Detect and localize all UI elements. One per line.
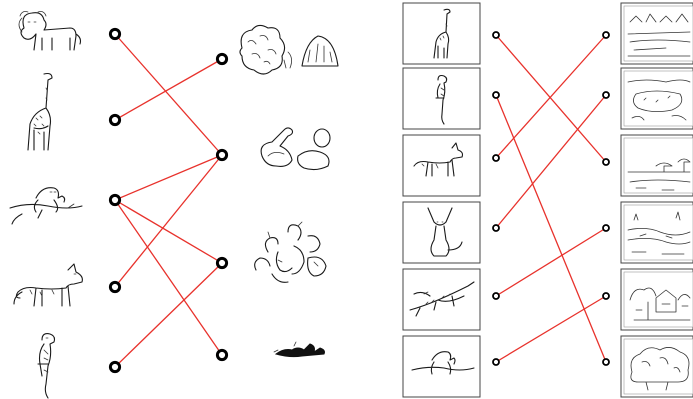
animal-habitat-matching (402, 2, 693, 398)
monkey-icon (9, 187, 83, 225)
monkey-icon (411, 351, 475, 375)
link-right-5 (495, 227, 607, 297)
pond-icon (627, 79, 691, 121)
animal-frame (402, 2, 481, 398)
savanna-icon (627, 158, 691, 191)
river-icon (627, 211, 691, 255)
link-left-7 (114, 262, 223, 368)
connector-dot[interactable] (492, 224, 500, 232)
connector-dot[interactable] (602, 31, 610, 39)
link-right-6 (495, 295, 607, 363)
animal-food-matching (9, 11, 339, 399)
link-right-4 (495, 94, 607, 229)
fruit-vegetables-icon (254, 221, 327, 283)
forest-icon (630, 347, 690, 391)
jungle-village-icon (629, 287, 691, 321)
link-left-6 (114, 154, 223, 288)
seeds-icon (273, 341, 325, 358)
link-right-1 (495, 34, 607, 163)
link-right-2 (495, 94, 607, 363)
connector-dot[interactable] (108, 193, 122, 207)
wolf-icon (13, 263, 83, 307)
connector-dot[interactable] (602, 158, 610, 166)
parrot-icon (37, 333, 56, 399)
link-left-3 (114, 154, 223, 201)
connector-dot[interactable] (602, 292, 610, 300)
lion-icon (18, 11, 82, 51)
snow-landscape-icon (627, 13, 691, 57)
connector-dot[interactable] (492, 358, 500, 366)
connector-dot[interactable] (108, 27, 122, 41)
connector-dot[interactable] (215, 52, 229, 66)
connector-dot[interactable] (108, 280, 122, 294)
wolf-icon (413, 142, 464, 177)
connector-dot[interactable] (215, 348, 229, 362)
connector-dot[interactable] (492, 292, 500, 300)
habitat-frame (620, 2, 693, 398)
connector-dot[interactable] (492, 154, 500, 162)
leaves-hay-icon (239, 24, 339, 75)
link-left-4 (114, 199, 223, 264)
giraffe-icon (433, 8, 451, 59)
connector-dot[interactable] (602, 224, 610, 232)
connector-dot[interactable] (602, 358, 610, 366)
connector-dot[interactable] (215, 148, 229, 162)
connector-dot[interactable] (492, 31, 500, 39)
link-left-2 (114, 58, 223, 121)
link-right-3 (495, 34, 607, 159)
parrot-icon (435, 74, 448, 125)
connector-dot[interactable] (215, 256, 229, 270)
link-left-5 (114, 199, 223, 356)
connector-dot[interactable] (602, 91, 610, 99)
fennec-fox-icon (427, 207, 463, 257)
connector-dot[interactable] (108, 113, 122, 127)
meat-egg-icon (260, 127, 331, 171)
connector-dot[interactable] (492, 91, 500, 99)
link-left-1 (114, 33, 223, 156)
giraffe-icon (27, 72, 53, 151)
connector-dot[interactable] (108, 360, 122, 374)
crocodile-icon (409, 281, 475, 317)
